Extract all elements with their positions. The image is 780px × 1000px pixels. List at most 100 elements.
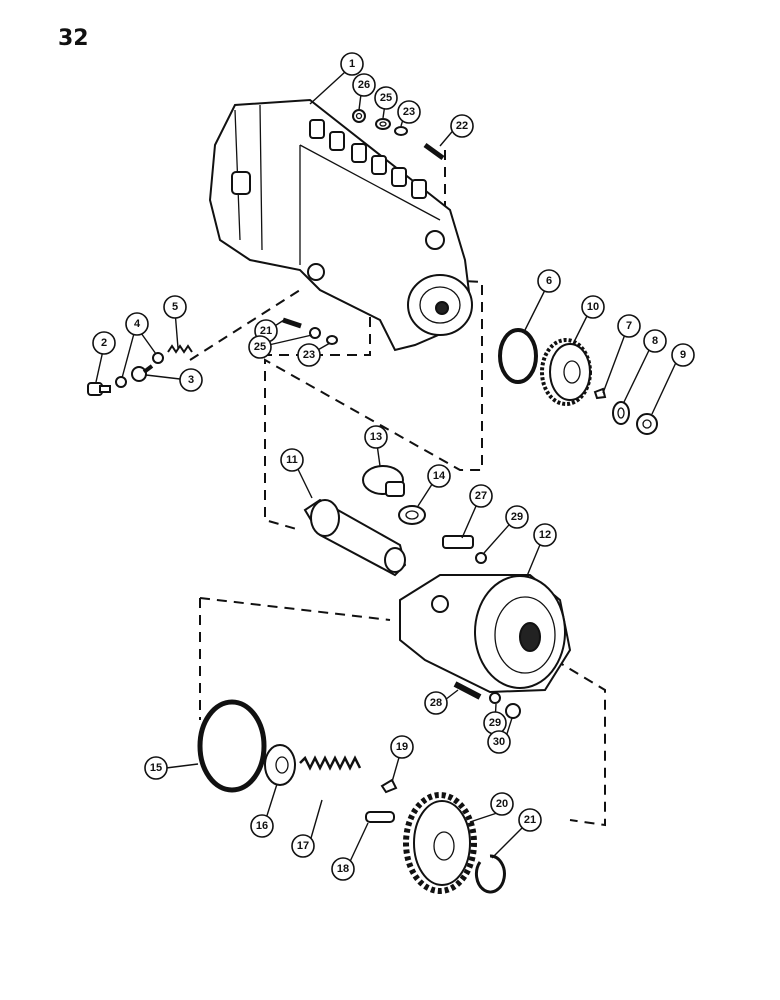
svg-text:16: 16 [256,820,268,832]
callout-10: 10 [581,295,605,319]
svg-text:7: 7 [626,320,632,332]
callout-27: 26 [352,73,376,97]
page-number: 32 [58,26,89,51]
svg-text:14: 14 [433,470,446,482]
stud-23 [423,142,445,161]
svg-text:3: 3 [188,374,194,386]
spring-17 [299,755,362,771]
nut-27 [352,109,366,123]
washer-16 [264,744,296,786]
callout-26-mid: 25 [248,335,272,359]
callout-30-top: 29 [505,505,529,529]
callout-17: 17 [291,834,315,858]
callouts: 1 26 25 23 22 21 25 23 2 4 5 3 6 10 7 8 … [92,52,695,881]
callout-14: 14 [427,464,451,488]
washer-14 [398,505,426,525]
drive-shaft-11 [303,498,407,577]
washer-4-a [115,376,127,388]
callout-21: 21 [518,808,542,832]
bolt-28 [442,535,474,549]
callout-6: 6 [537,269,561,293]
svg-text:28: 28 [430,697,442,709]
washer-30-top [475,552,487,564]
o-ring-6 [498,328,538,384]
seal-25-mid [326,335,338,345]
banjo-fitting-3 [131,364,154,382]
svg-text:30: 30 [493,736,505,748]
callout-9: 9 [671,343,695,367]
svg-text:19: 19 [396,741,408,753]
svg-text:20: 20 [496,798,508,810]
callout-7: 7 [617,314,641,338]
svg-text:17: 17 [297,840,309,852]
svg-text:23: 23 [403,106,415,118]
washer-30-bottom [489,692,501,704]
callout-2: 2 [92,331,116,355]
svg-text:13: 13 [370,431,382,443]
callout-4: 4 [125,312,149,336]
svg-text:15: 15 [150,762,162,774]
plug-13 [362,465,405,497]
svg-text:21: 21 [260,325,272,337]
injection-pump-body [208,98,473,352]
svg-text:12: 12 [539,529,551,541]
svg-text:9: 9 [680,349,686,361]
pin-18 [365,811,395,823]
key-19 [380,778,398,794]
svg-text:4: 4 [134,318,141,330]
callout-23: 22 [450,114,474,138]
washer-4-b [152,352,164,364]
callout-8: 8 [643,329,667,353]
svg-text:27: 27 [475,490,487,502]
svg-text:21: 21 [524,814,536,826]
svg-text:6: 6 [546,275,552,287]
svg-text:18: 18 [337,863,349,875]
nut-31 [505,703,521,719]
svg-text:5: 5 [172,301,178,313]
callout-28: 27 [469,484,493,508]
callout-16: 16 [250,814,274,838]
key-7 [593,387,607,400]
banjo-bolt-2 [87,382,111,396]
svg-text:11: 11 [286,454,298,466]
pump-adapter-housing-12 [399,574,572,694]
svg-text:23: 23 [303,349,315,361]
stud-22 [282,317,302,329]
svg-text:22: 22 [456,120,468,132]
callout-3: 3 [179,368,203,392]
washer-26-mid [309,327,321,339]
svg-text:29: 29 [489,717,501,729]
callout-25-top: 23 [397,100,421,124]
svg-text:29: 29 [511,511,523,523]
drive-gear-10 [540,338,592,406]
callout-15: 15 [144,756,168,780]
callout-29: 28 [424,691,448,715]
callout-26-top: 25 [374,86,398,110]
svg-text:10: 10 [587,301,599,313]
stud-29 [453,681,482,700]
snap-ring-21 [474,854,506,894]
callout-31: 30 [487,730,511,754]
callout-1: 1 [340,52,364,76]
svg-text:8: 8 [652,335,658,347]
svg-text:26: 26 [358,79,370,91]
svg-text:2: 2 [101,337,107,349]
svg-text:1: 1 [349,58,355,70]
callout-12: 12 [533,523,557,547]
callout-11: 11 [280,448,304,472]
svg-text:25: 25 [254,341,266,353]
spring-5 [167,344,193,354]
callout-20: 20 [490,792,514,816]
callout-30-bottom: 29 [483,711,507,735]
washer-26-top [375,118,391,130]
callout-19: 19 [390,735,414,759]
callout-13: 13 [364,425,388,449]
o-ring-15 [197,699,267,793]
washer-8 [612,401,630,425]
drive-gear-20 [403,792,477,894]
seal-25-top [394,126,408,136]
callout-5: 5 [163,295,187,319]
svg-text:25: 25 [380,92,392,104]
nut-9 [636,413,658,435]
